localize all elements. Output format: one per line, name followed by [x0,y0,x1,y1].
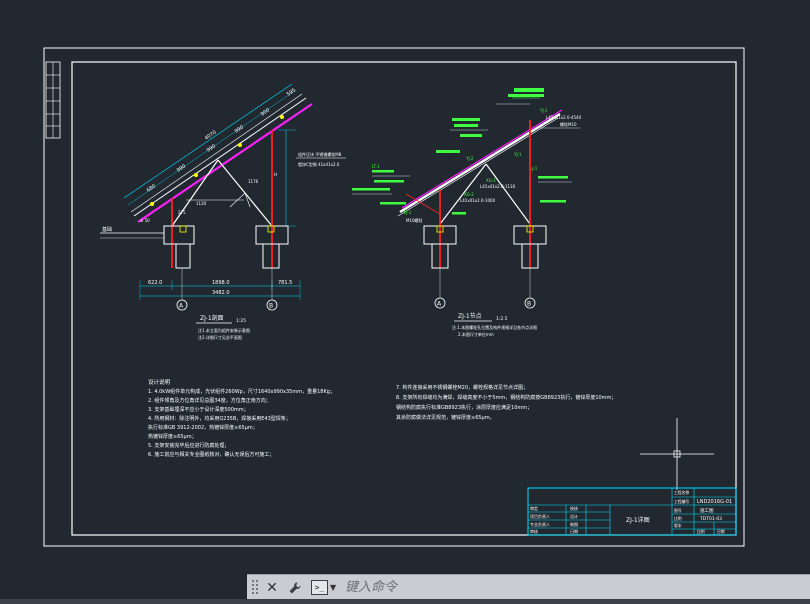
note-line: 钢结构防腐执行标准GB8923执行，涂层厚度应满足10mm； [396,404,532,411]
axis-bubble-b: B [269,303,273,310]
title-block-label: 工程名称 [674,490,689,495]
inner-frame [71,61,737,536]
drag-handle-icon[interactable] [251,579,259,596]
title-block-label: 比例 [674,516,682,521]
svg-text:LT-1: LT-1 [372,164,380,169]
command-input[interactable] [343,579,777,596]
svg-text:L41x41x2.0-1130: L41x41x2.0-1130 [480,184,516,189]
beam-label: 990 [206,143,217,153]
right-drawing-note: 2.本图尺寸单位mm [458,331,494,337]
title-block-stage: 施工图 [700,507,714,514]
svg-text:LJ-1: LJ-1 [404,210,412,215]
title-block-drawing-name: ZJ-1详图 [626,516,650,524]
note-line: 其余防腐做法详见规范，镀锌厚度≥65μm。 [396,414,495,421]
svg-text:L41x41x2.0-4540: L41x41x2.0-4540 [546,115,582,120]
note-line: 7. 构件连接采用不锈钢螺栓M20，螺栓规格详见节点详图； [396,384,528,391]
title-block-label: 工程编号 [674,499,689,504]
left-drawing-note: 注2.详细尺寸见总平面图 [198,334,242,340]
svg-text:⊕ 50: ⊕ 50 [140,218,150,223]
title-block-drawing-no: TDT01-03 [699,516,722,522]
left-drawing-scale: 1:25 [236,318,246,324]
note-line: 6. 施工前应与相关专业图纸核对，确认无误后方可施工； [148,451,274,458]
close-icon[interactable]: ✕ [266,579,278,596]
left-section-drawing: 680 990 990 990 900 4070 595 组件压块 不锈钢螺栓M… [100,83,346,340]
note-line: 8. 支架所有焊缝均为满焊，焊缝高度不小于5mm，钢结构防腐按GB8923执行，… [396,394,616,401]
beam-label: 990 [234,124,245,134]
title-block-cell: 审核 [530,528,538,534]
right-drawing-note: 注.1.本图螺栓孔位置及构件规格详见各节点详图 [452,324,537,330]
svg-text:L41x41x2.0-1000: L41x41x2.0-1000 [460,198,496,203]
title-block-label: 版本 [674,523,682,528]
note-line: 2. 组件倾角及方位角详见总图34度，方位角正南方向； [148,397,271,404]
left-drawing-title: ZJ-1剖面 [200,314,224,322]
note-line: 执行标准GB 3912-2002，热镀锌厚度≥65μm； [148,424,258,431]
beam-main [137,103,313,223]
note-line: 1. 4.0kW组件单元构成，光伏组件260Wp，尺寸1640x990x35mm… [148,388,335,395]
svg-text:M10螺栓: M10螺栓 [406,217,423,223]
foundation-label: 基础 [102,226,112,233]
right-drawing-scale: 1:2.5 [496,316,508,322]
dimension-label: 781.5 [278,280,292,286]
dimension-label: 622.0 [148,280,162,286]
notes-left: 设计说明 1. 4.0kW组件单元构成，光伏组件260Wp，尺寸1640x990… [148,378,335,458]
detail-axis-b: B [527,301,531,308]
note-line: 4. 所用钢材：除注明外，均采用Q235B，焊接采用E43型焊条； [148,415,291,422]
command-line-bar: ✕ >_▼ [247,574,810,600]
title-block-cell: 项目负责人 [530,513,550,519]
crosshair-cursor-icon [640,418,714,490]
detail-axis-a: A [437,301,442,308]
title-block-cell: 专业负责人 [530,521,550,527]
svg-text:YJ-1: YJ-1 [539,108,548,113]
svg-text:1120: 1120 [196,201,207,206]
svg-text:镀锌C型钢 41x41x2.0: 镀锌C型钢 41x41x2.0 [298,161,340,167]
beam-label: 990 [176,163,187,173]
outer-frame [43,47,745,547]
note-line: 5. 支架安装完毕后应进行防腐处理； [148,442,229,449]
title-block-scale: 比例 [697,529,705,534]
wrench-icon[interactable] [285,578,305,598]
notes-heading: 设计说明 [148,378,171,386]
dimension-total: 3482.0 [212,290,230,296]
title-block-cell: 制图 [570,521,578,527]
beam-label: 4070 [204,130,218,142]
right-drawing-title: ZJ-1节点 [458,312,482,320]
dimension-label: 1898.0 [212,280,230,286]
svg-text:275: 275 [178,210,186,215]
svg-text:H: H [274,172,277,177]
svg-text:YJ-2: YJ-2 [465,156,474,161]
left-drawing-note: 注1.本立面为组件安装示意图 [198,327,250,333]
svg-text:XG-1: XG-1 [486,178,496,183]
status-strip [0,599,810,604]
note-line: 3. 支架基础埋深不应小于设计深度500mm； [148,406,249,413]
beam-label: 900 [260,107,271,117]
drawing-canvas[interactable]: 680 990 990 990 900 4070 595 组件压块 不锈钢螺栓M… [0,0,810,575]
right-detail-drawing: YJ-1 L41x41x2.0-4540 YJ-2 YJ-1 LT-1 XG-1… [352,88,582,337]
note-line: 热镀锌厚度≥65μm； [148,433,197,440]
beam-label: 595 [286,87,297,97]
svg-text:LJ-1: LJ-1 [530,166,538,171]
title-block-project-no: LND2016G-01 [697,499,732,505]
title-block: 审定 校核 项目负责人 设计 专业负责人 制图 审核 日期 ZJ-1详图 工程名… [527,487,737,536]
title-block-cell: 设计 [570,513,578,519]
svg-text:1176: 1176 [248,179,259,184]
notes-right: 7. 构件连接采用不锈钢螺栓M20，螺栓规格详见节点详图； 8. 支架所有焊缝均… [396,384,616,421]
svg-text:XG-2: XG-2 [464,192,474,197]
title-block-label: 图号 [674,508,682,513]
title-block-date: 日期 [717,529,725,534]
svg-text:YJ-1: YJ-1 [513,152,522,157]
cad-drawing: 680 990 990 990 900 4070 595 组件压块 不锈钢螺栓M… [43,47,745,547]
command-prompt-icon[interactable]: >_▼ [311,579,337,597]
axis-bubble-a: A [179,303,184,310]
svg-text:组件压块 不锈钢螺栓M8: 组件压块 不锈钢螺栓M8 [298,151,342,157]
svg-text:螺栓M10: 螺栓M10 [560,121,577,127]
title-block-cell: 日期 [570,528,578,534]
title-block-cell: 校核 [570,505,578,511]
title-block-cell: 审定 [530,505,538,511]
beam-label: 680 [146,183,157,193]
